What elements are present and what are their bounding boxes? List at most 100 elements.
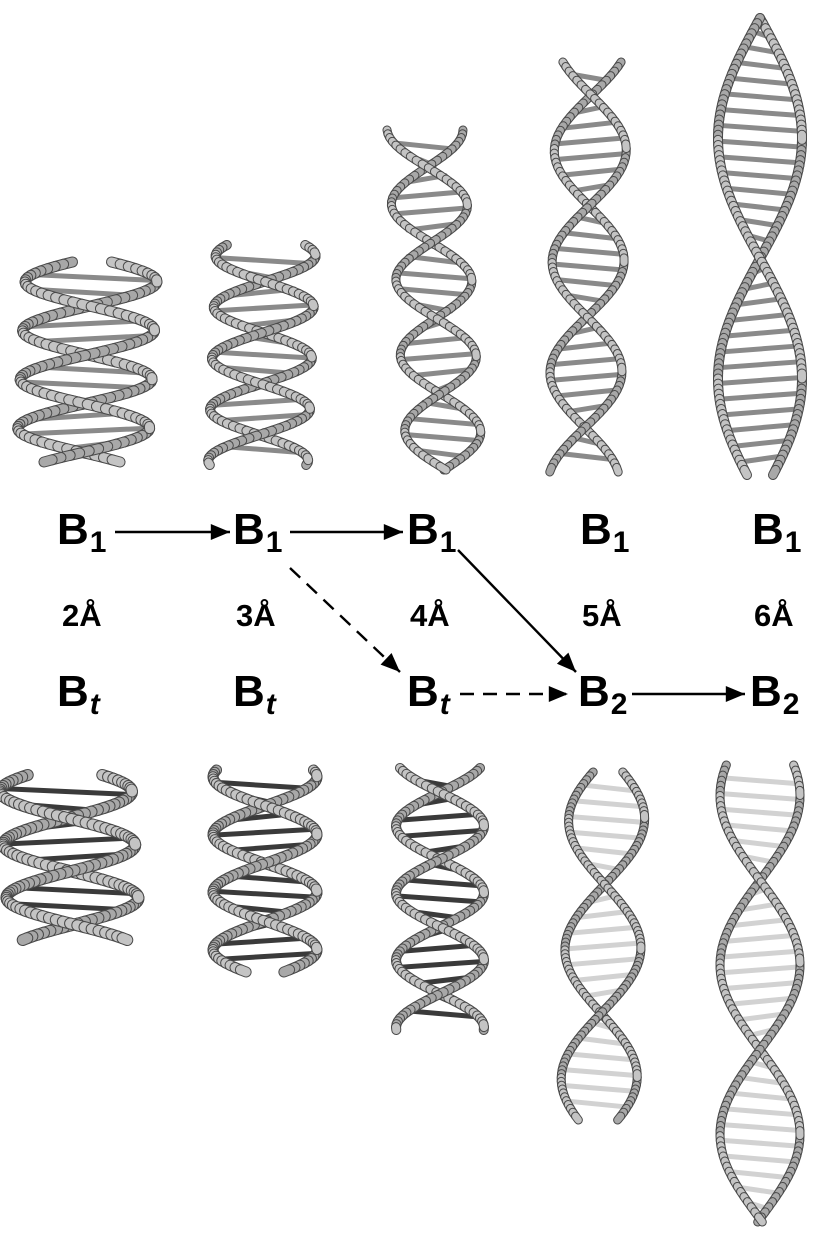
backbone-ribbon bbox=[618, 1116, 621, 1120]
label-bt-4A: Bt bbox=[407, 670, 450, 720]
base-pair bbox=[719, 393, 801, 399]
base-pair bbox=[400, 814, 481, 820]
backbone-ribbon bbox=[208, 463, 209, 465]
base-pair bbox=[213, 352, 311, 358]
helix-b1-4A bbox=[387, 130, 481, 470]
base-pair bbox=[407, 418, 476, 424]
base-pair bbox=[398, 896, 483, 902]
backbone-ribbon bbox=[138, 896, 139, 898]
label-b2-6A: B2 bbox=[750, 670, 799, 720]
backbone-ribbon bbox=[440, 466, 446, 470]
base-pair bbox=[568, 1101, 629, 1107]
backbone-ribbon bbox=[617, 467, 619, 472]
base-pair bbox=[721, 951, 799, 957]
label-b1-6A: B1 bbox=[752, 508, 801, 558]
distance-label-4: 5Å bbox=[582, 600, 622, 631]
base-pair bbox=[573, 975, 631, 981]
base-pair bbox=[723, 983, 797, 989]
label-b2-5A: B2 bbox=[578, 670, 627, 720]
base-pair bbox=[393, 208, 467, 214]
base-pair bbox=[560, 343, 613, 349]
helix-b2-6A bbox=[720, 765, 800, 1222]
base-pair bbox=[729, 78, 791, 84]
base-pair bbox=[566, 959, 638, 965]
label-b1-3A: B1 bbox=[233, 508, 282, 558]
base-pair bbox=[718, 141, 802, 147]
base-pair bbox=[727, 825, 793, 831]
base-pair bbox=[718, 377, 802, 383]
helix-b2-5A bbox=[561, 772, 644, 1120]
base-pair bbox=[722, 409, 798, 415]
base-pair bbox=[218, 258, 314, 264]
label-bt-2A: Bt bbox=[57, 670, 100, 720]
backbone-ribbon bbox=[313, 304, 314, 306]
base-pair bbox=[578, 848, 633, 854]
base-pair bbox=[396, 273, 471, 279]
base-pair bbox=[0, 789, 132, 795]
base-pair bbox=[558, 453, 610, 459]
base-pair bbox=[216, 953, 314, 959]
base-pair bbox=[718, 125, 801, 131]
backbone-ribbon bbox=[284, 970, 290, 972]
base-pair bbox=[555, 154, 626, 160]
distance-label-2: 3Å bbox=[236, 600, 276, 631]
base-pair bbox=[720, 110, 799, 116]
base-pair bbox=[732, 440, 788, 446]
base-pair bbox=[406, 435, 480, 441]
base-pair bbox=[400, 354, 476, 360]
label-b1-2A: B1 bbox=[57, 508, 106, 558]
backbone-ribbon bbox=[480, 428, 481, 432]
base-pair bbox=[724, 94, 796, 100]
base-pair bbox=[721, 346, 799, 352]
backbone-ribbon bbox=[483, 1024, 484, 1027]
base-pair bbox=[564, 122, 618, 128]
base-pair bbox=[726, 425, 793, 431]
base-pair bbox=[731, 314, 789, 320]
base-pair bbox=[569, 927, 637, 933]
backbone-ribbon bbox=[315, 252, 316, 254]
base-pair bbox=[214, 305, 314, 311]
base-pair bbox=[724, 1156, 796, 1162]
base-pair bbox=[399, 831, 482, 837]
base-pair bbox=[19, 428, 148, 434]
base-pair bbox=[736, 62, 785, 68]
base-pair bbox=[719, 362, 802, 368]
base-pair bbox=[725, 330, 795, 336]
helix-bt-4A bbox=[396, 768, 484, 1030]
base-pair bbox=[738, 299, 783, 305]
distance-label-3: 4Å bbox=[410, 600, 450, 631]
backbone-ribbon bbox=[773, 470, 776, 475]
base-pair bbox=[5, 838, 134, 844]
base-pair bbox=[569, 816, 645, 822]
base-pair bbox=[560, 169, 619, 175]
base-pair bbox=[571, 832, 642, 838]
backbone-ribbon bbox=[316, 889, 317, 891]
base-pair bbox=[562, 1085, 636, 1091]
base-pair bbox=[720, 1124, 799, 1130]
arrow-b1-3-to-bt-4-dashed bbox=[290, 568, 400, 672]
base-pair bbox=[723, 1109, 796, 1115]
base-pair bbox=[556, 390, 616, 396]
base-pair bbox=[722, 778, 799, 784]
backbone-ribbon bbox=[576, 1116, 579, 1120]
distance-label-1: 2Å bbox=[62, 600, 102, 631]
helix-bt-3A bbox=[213, 770, 317, 972]
backbone-ribbon bbox=[123, 938, 128, 940]
base-pair bbox=[735, 841, 785, 847]
backbone-ribbon bbox=[240, 970, 246, 972]
base-pair bbox=[579, 911, 630, 917]
label-b1-4A: B1 bbox=[407, 508, 456, 558]
backbone-ribbon bbox=[44, 460, 52, 462]
base-pair bbox=[562, 232, 615, 238]
base-pair bbox=[737, 1014, 782, 1020]
base-pair bbox=[720, 967, 800, 973]
base-pair bbox=[397, 962, 483, 968]
base-pair bbox=[725, 935, 795, 941]
base-pair bbox=[723, 173, 797, 179]
base-pair bbox=[732, 920, 788, 926]
base-pair bbox=[550, 374, 621, 380]
label-b1-5A: B1 bbox=[580, 508, 629, 558]
base-pair bbox=[720, 794, 800, 800]
base-pair bbox=[734, 204, 786, 210]
base-pair bbox=[581, 785, 635, 791]
